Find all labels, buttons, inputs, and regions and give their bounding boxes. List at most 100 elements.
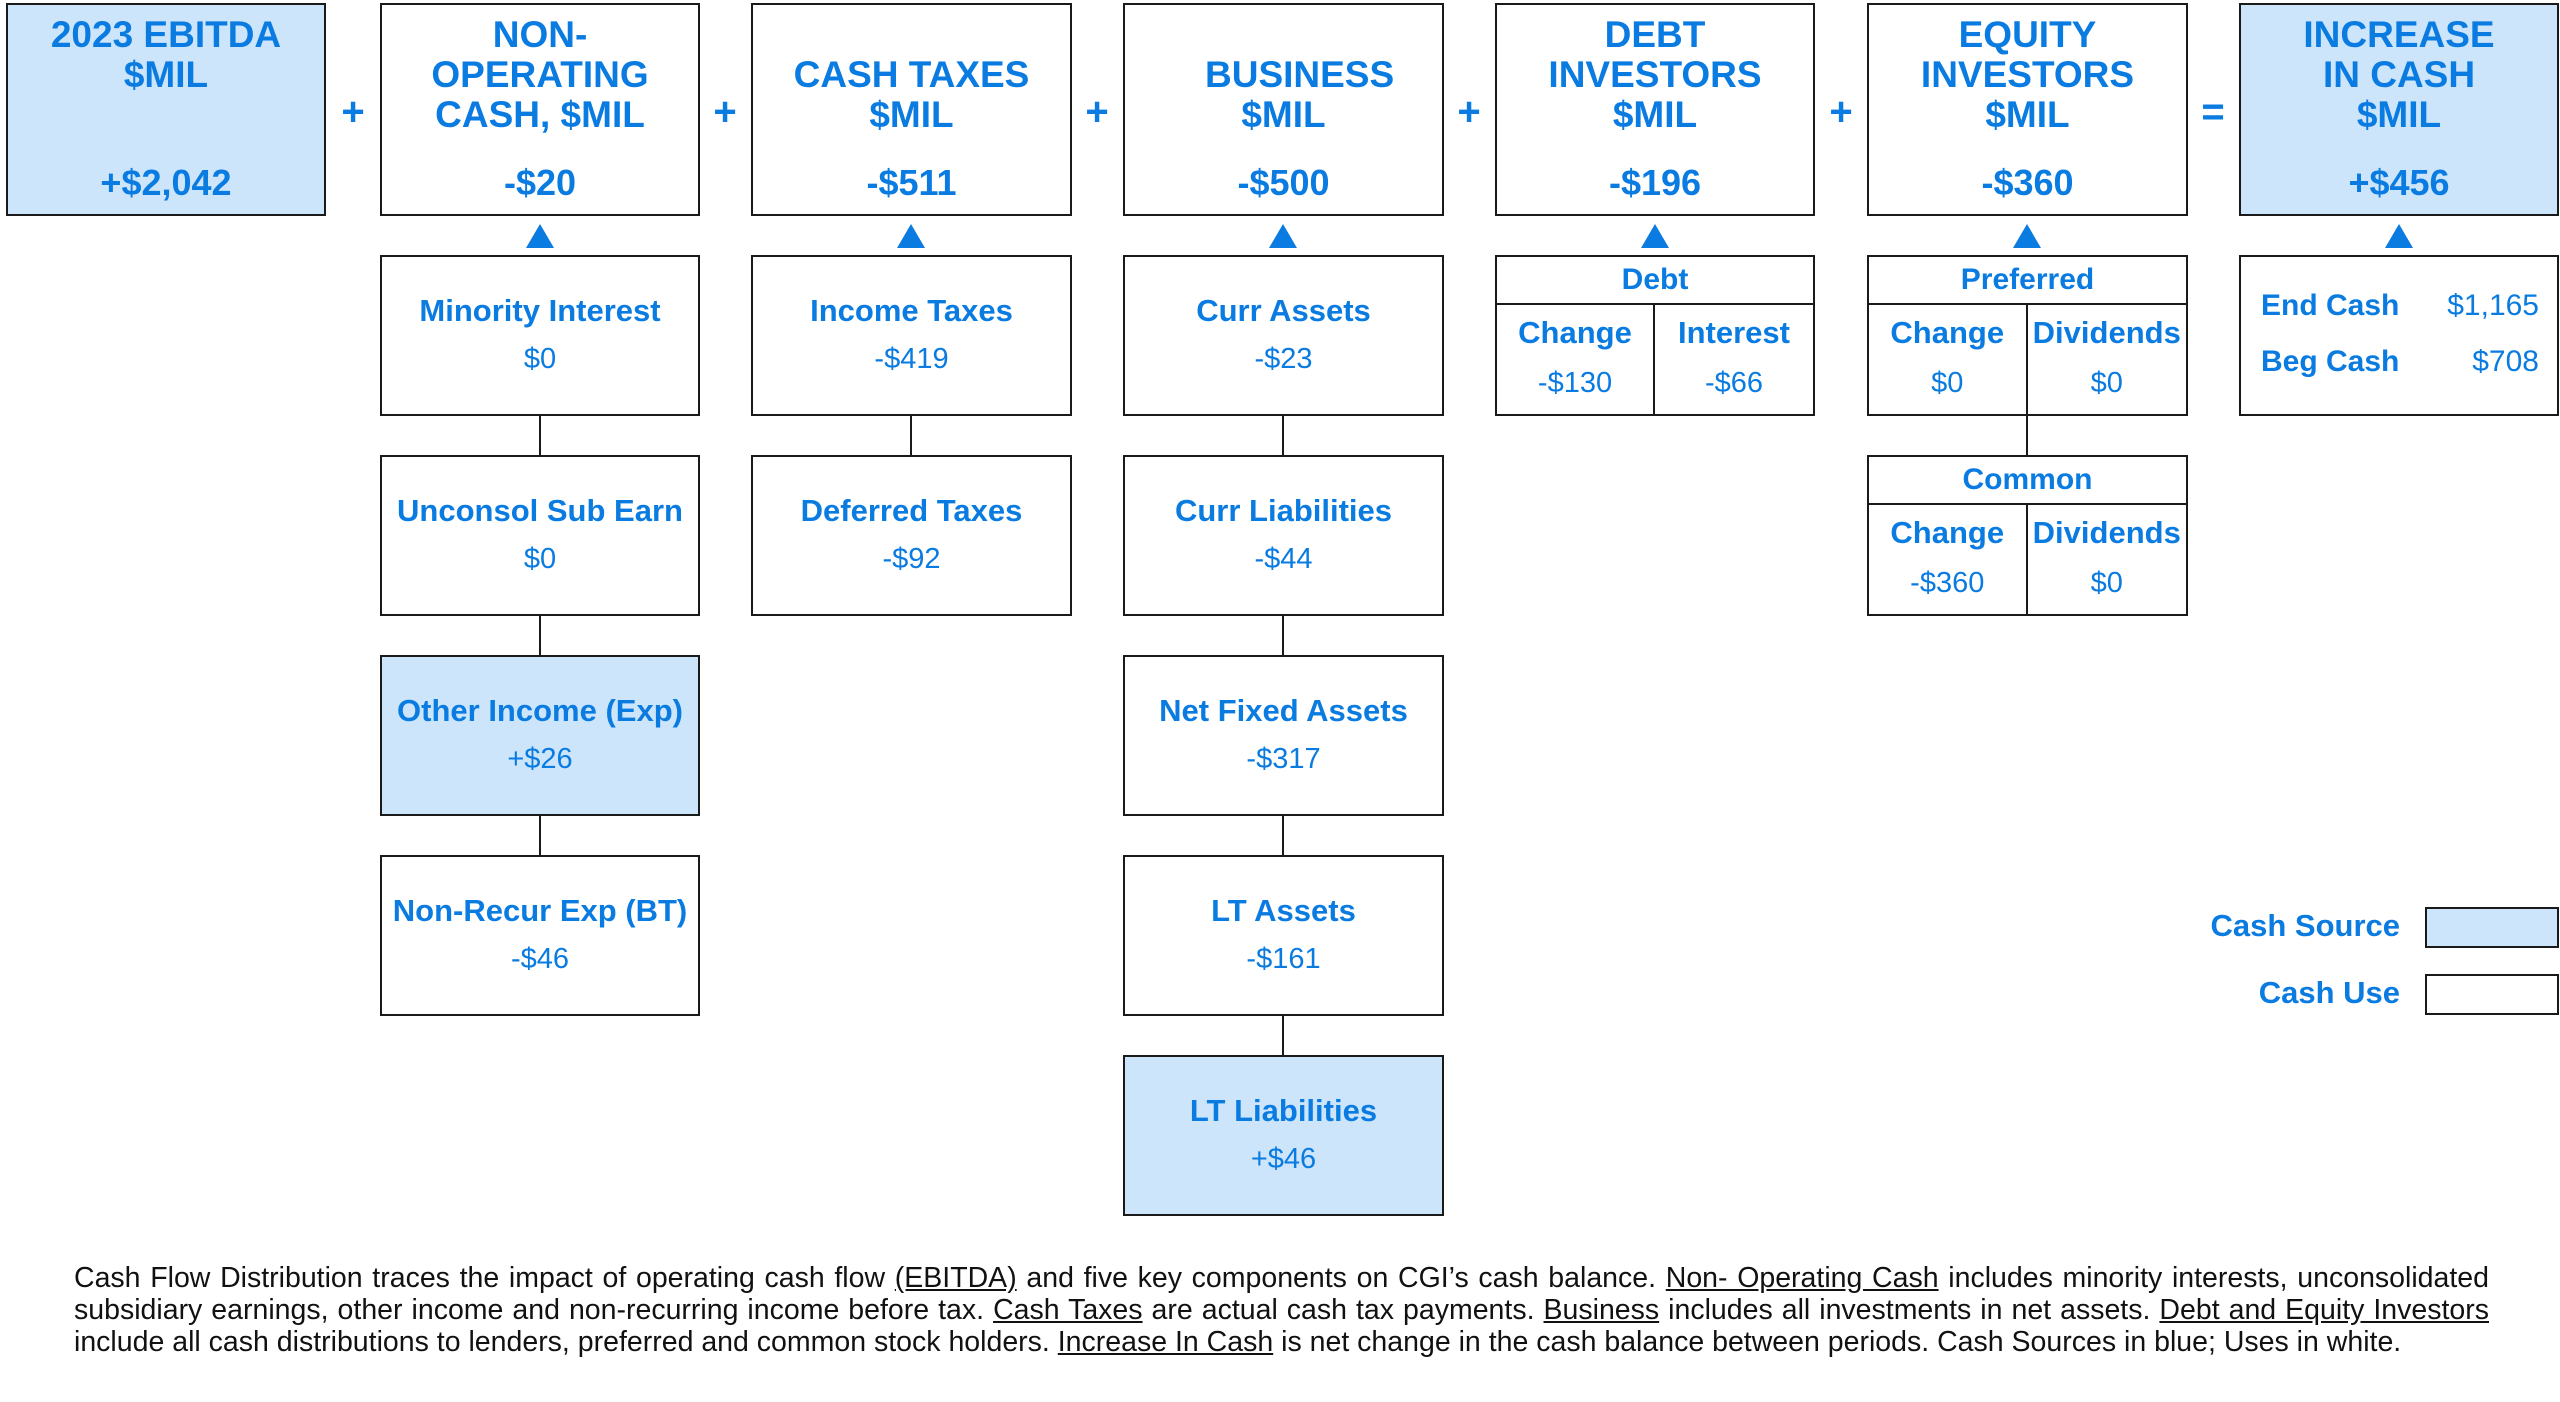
up-arrow-icon xyxy=(2385,224,2413,248)
header-non-operating-cash: NON-OPERATING CASH, $MIL -$20 xyxy=(380,3,700,216)
note-text: includes minority interests, unconsolida… xyxy=(74,1262,2490,1326)
item-label: Minority Interest xyxy=(419,293,661,328)
item-value: -$44 xyxy=(1254,543,1313,575)
item-value: -$23 xyxy=(1254,343,1313,375)
item-curr-assets: Curr Assets -$23 xyxy=(1123,255,1444,416)
item-income-taxes: Income Taxes -$419 xyxy=(751,255,1072,416)
item-value: +$26 xyxy=(507,743,573,775)
legend-use-label: Cash Use xyxy=(2258,975,2400,1010)
connector-line xyxy=(539,616,541,655)
group-title: Debt xyxy=(1497,257,1813,305)
legend-source-label: Cash Source xyxy=(2210,908,2400,943)
beg-cash-value: $708 xyxy=(2472,345,2539,378)
debt-group: Debt Change -$130 Interest -$66 xyxy=(1495,255,1815,416)
note-term: Business xyxy=(1543,1294,1660,1326)
item-label: Curr Assets xyxy=(1196,293,1371,328)
debt-interest-cell: Interest -$66 xyxy=(1655,303,1813,414)
item-net-fixed-assets: Net Fixed Assets -$317 xyxy=(1123,655,1444,816)
up-arrow-icon xyxy=(1641,224,1669,248)
item-other-income: Other Income (Exp) +$26 xyxy=(380,655,700,816)
header-value: -$511 xyxy=(866,162,957,203)
common-group: Common Change -$360 Dividends $0 xyxy=(1867,455,2188,616)
header-ebitda: 2023 EBITDA $MIL +$2,042 xyxy=(6,3,326,216)
item-value: -$317 xyxy=(1246,743,1321,775)
item-value: $0 xyxy=(523,543,557,575)
common-change-cell: Change -$360 xyxy=(1869,503,2028,614)
header-value: -$500 xyxy=(1237,162,1330,203)
item-curr-liabilities: Curr Liabilities -$44 xyxy=(1123,455,1444,616)
connector-line xyxy=(1282,1016,1284,1055)
connector-line xyxy=(1282,416,1284,455)
note-term: Non- Operating Cash xyxy=(1665,1262,1939,1294)
item-label: Curr Liabilities xyxy=(1174,493,1393,528)
cell-value: -$130 xyxy=(1537,367,1613,399)
item-value: -$419 xyxy=(874,343,949,375)
item-label: Net Fixed Assets xyxy=(1159,693,1408,728)
header-value: +$456 xyxy=(2348,162,2450,203)
equals-operator: = xyxy=(2201,90,2225,134)
plus-operator: + xyxy=(1829,90,1853,134)
preferred-dividends-cell: Dividends $0 xyxy=(2028,303,2187,414)
up-arrow-icon xyxy=(897,224,925,248)
plus-operator: + xyxy=(713,90,737,134)
note-term: Cash Taxes xyxy=(993,1294,1143,1326)
header-value: -$196 xyxy=(1608,162,1702,203)
beg-cash-label: Beg Cash xyxy=(2261,345,2400,378)
cell-label: Change xyxy=(1890,515,2005,550)
note-text: includes all investments in net assets. xyxy=(1659,1294,2160,1326)
cell-value: $0 xyxy=(1931,367,1964,399)
header-title: INCREASE IN CASH $MIL xyxy=(2303,14,2495,135)
header-value: -$20 xyxy=(503,162,577,203)
note-text: Cash Flow Distribution traces the impact… xyxy=(74,1262,895,1294)
plus-operator: + xyxy=(1085,90,1109,134)
item-label: Income Taxes xyxy=(810,293,1013,328)
up-arrow-icon xyxy=(1269,224,1297,248)
note-term: Debt and Equity Investors xyxy=(2159,1294,2489,1326)
connector-line xyxy=(1282,616,1284,655)
up-arrow-icon xyxy=(526,224,554,248)
note-text: are actual cash tax payments. xyxy=(1142,1294,1544,1326)
end-cash-value: $1,165 xyxy=(2447,289,2539,322)
item-lt-assets: LT Assets -$161 xyxy=(1123,855,1444,1016)
header-cash-taxes: CASH TAXES $MIL -$511 xyxy=(751,3,1072,216)
note-text: and five key components on CGI’s cash ba… xyxy=(1016,1262,1666,1294)
note-text: is net change in the cash balance betwee… xyxy=(1273,1326,2402,1358)
item-lt-liabilities: LT Liabilities +$46 xyxy=(1123,1055,1444,1216)
header-title: 2023 EBITDA $MIL xyxy=(50,14,282,95)
up-arrow-icon xyxy=(2013,224,2041,248)
item-value: -$46 xyxy=(510,943,570,975)
connector-line xyxy=(539,416,541,455)
connector-line xyxy=(1282,816,1284,855)
item-label: Non-Recur Exp (BT) xyxy=(392,893,688,928)
cell-label: Change xyxy=(1518,315,1632,350)
legend-source-swatch xyxy=(2425,907,2559,948)
item-label: Deferred Taxes xyxy=(800,493,1023,528)
item-label: LT Liabilities xyxy=(1189,1093,1378,1128)
debt-change-cell: Change -$130 xyxy=(1497,303,1655,414)
header-value: +$2,042 xyxy=(100,162,232,203)
item-non-recur-exp: Non-Recur Exp (BT) -$46 xyxy=(380,855,700,1016)
group-title: Common xyxy=(1869,457,2186,505)
item-value: -$92 xyxy=(882,543,941,575)
item-label: Other Income (Exp) xyxy=(397,693,683,728)
item-label: LT Assets xyxy=(1211,893,1356,928)
header-equity-investors: EQUITY INVESTORS $MIL -$360 xyxy=(1867,3,2188,216)
plus-operator: + xyxy=(341,90,365,134)
cell-value: -$66 xyxy=(1704,367,1764,399)
item-unconsol-sub-earn: Unconsol Sub Earn $0 xyxy=(380,455,700,616)
item-value: +$46 xyxy=(1250,1143,1317,1175)
end-cash-label: End Cash xyxy=(2261,289,2400,322)
preferred-change-cell: Change $0 xyxy=(1869,303,2028,414)
item-value: -$161 xyxy=(1246,943,1321,975)
connector-line xyxy=(910,416,912,455)
footnote: Cash Flow Distribution traces the impact… xyxy=(74,1262,2489,1358)
cell-label: Interest xyxy=(1678,315,1790,350)
note-term: (EBITDA) xyxy=(894,1262,1017,1294)
item-deferred-taxes: Deferred Taxes -$92 xyxy=(751,455,1072,616)
cell-value: -$360 xyxy=(1910,567,1985,599)
cell-label: Dividends xyxy=(2032,515,2181,550)
cash-balance-box: End Cash $1,165 Beg Cash $708 xyxy=(2239,255,2559,416)
preferred-group: Preferred Change $0 Dividends $0 xyxy=(1867,255,2188,416)
item-label: Unconsol Sub Earn xyxy=(397,493,683,528)
header-business: BUSINESS $MIL -$500 xyxy=(1123,3,1444,216)
